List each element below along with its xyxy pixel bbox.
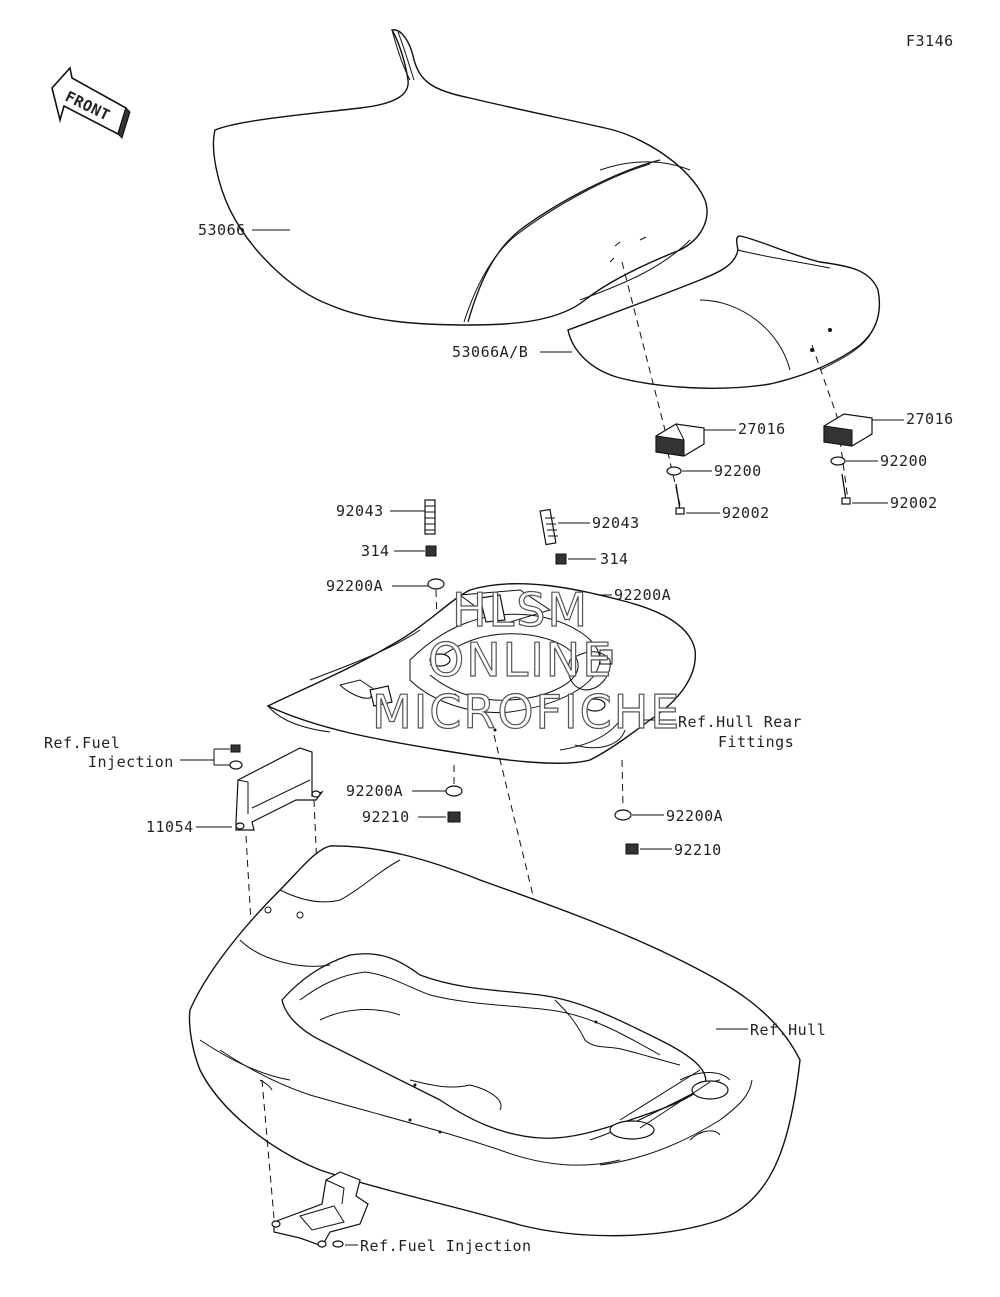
svg-text:53066: 53066 <box>198 221 246 239</box>
callout-ref-fuel-injection-top: Ref.Fuel Injection <box>44 734 243 771</box>
svg-text:92200A: 92200A <box>614 586 671 604</box>
rear-seat <box>567 235 881 389</box>
callout-hull-rear-fittings: Ref.Hull Rear Fittings <box>640 713 802 751</box>
svg-text:92043: 92043 <box>336 502 384 520</box>
callout-ref-hull: Ref.Hull <box>716 1021 826 1039</box>
svg-text:ONLINE: ONLINE <box>428 633 613 687</box>
svg-text:92200A: 92200A <box>326 577 383 595</box>
washer-92200-left: 92200 <box>666 462 762 480</box>
svg-text:92200A: 92200A <box>346 782 403 800</box>
hull-rear-fitting <box>266 582 696 764</box>
svg-text:92210: 92210 <box>674 841 722 859</box>
bolt-92002-left: 92002 <box>675 483 770 522</box>
washer-92200A-top-left: 92200A <box>326 577 445 595</box>
nut-314-right: 314 <box>555 550 629 568</box>
bracket-11054 <box>235 747 324 831</box>
svg-text:MICROFICHE: MICROFICHE <box>372 685 681 739</box>
svg-text:92002: 92002 <box>722 504 770 522</box>
nut-314-left: 314 <box>361 542 437 560</box>
callout-27016-right: 27016 <box>872 410 954 428</box>
nut-92210-bottom-left: 92210 <box>362 808 461 826</box>
svg-text:314: 314 <box>361 542 390 560</box>
dash-line <box>621 261 666 431</box>
svg-text:92043: 92043 <box>592 514 640 532</box>
dash-line <box>839 439 849 501</box>
bolt-92002-right: 92002 <box>841 473 938 512</box>
stopper-right <box>823 413 873 447</box>
callout-27016-left: 27016 <box>704 420 786 438</box>
stopper-left <box>655 423 705 457</box>
dash-line <box>621 759 624 809</box>
svg-text:Injection: Injection <box>88 753 174 771</box>
svg-text:92200A: 92200A <box>666 807 723 825</box>
washer-92200-right: 92200 <box>830 452 928 470</box>
front-arrow-icon: FRONT <box>51 66 131 139</box>
nut-92210-bottom-right: 92210 <box>625 841 722 859</box>
stud-92043-right: 92043 <box>539 508 640 546</box>
figure-code: F3146 <box>906 32 954 50</box>
svg-text:92210: 92210 <box>362 808 410 826</box>
svg-text:92200: 92200 <box>714 462 762 480</box>
washer-92200A-bottom-right: 92200A <box>614 807 723 825</box>
svg-text:HLSM: HLSM <box>452 583 589 637</box>
svg-text:Ref.Hull Rear: Ref.Hull Rear <box>678 713 802 731</box>
svg-text:Ref.Hull: Ref.Hull <box>750 1021 826 1039</box>
callout-ref-fuel-injection-bottom: Ref.Fuel Injection <box>345 1237 532 1255</box>
callout-53066AB: 53066A/B <box>452 343 572 361</box>
washer-92200A-bottom-left: 92200A <box>346 782 463 800</box>
fuel-injection-bracket <box>271 1171 369 1248</box>
svg-text:53066A/B: 53066A/B <box>452 343 528 361</box>
hull <box>188 845 801 1237</box>
svg-text:Ref.Fuel Injection: Ref.Fuel Injection <box>360 1237 532 1255</box>
svg-text:92200: 92200 <box>880 452 928 470</box>
dash-line <box>811 344 841 426</box>
stud-92043-left: 92043 <box>336 499 436 535</box>
callout-53066: 53066 <box>198 221 290 239</box>
callout-11054: 11054 <box>146 818 232 836</box>
svg-text:Fittings: Fittings <box>718 733 794 751</box>
front-seat <box>212 29 708 326</box>
svg-text:314: 314 <box>600 550 629 568</box>
svg-text:27016: 27016 <box>738 420 786 438</box>
svg-text:Ref.Fuel: Ref.Fuel <box>44 734 120 752</box>
svg-text:27016: 27016 <box>906 410 954 428</box>
svg-text:11054: 11054 <box>146 818 194 836</box>
svg-text:92002: 92002 <box>890 494 938 512</box>
watermark: HLSM ONLINE MICROFICHE <box>371 582 681 739</box>
